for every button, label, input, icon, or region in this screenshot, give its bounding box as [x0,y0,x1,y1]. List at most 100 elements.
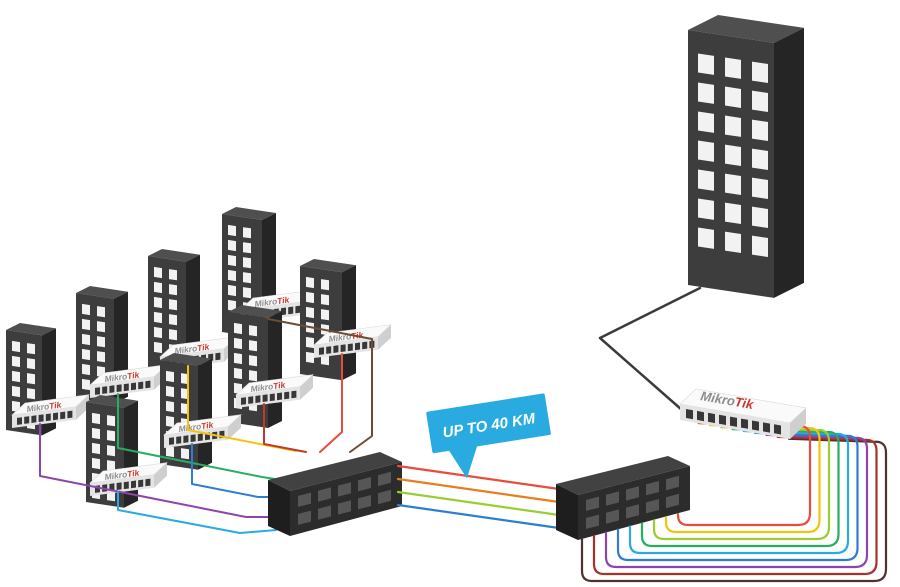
building-side [124,400,138,508]
building-window [169,284,177,296]
building-window [27,388,35,400]
switch-port [586,496,599,511]
callout-body [426,393,551,454]
device-port [31,415,37,423]
switch-end [556,484,578,540]
building-window [92,427,100,440]
brand-text: MikroTik [254,294,291,309]
device-port [319,347,324,355]
device-port [53,412,58,421]
building-window [725,202,741,224]
device-port [197,433,203,442]
building-roof [76,286,128,299]
building-window [107,415,115,427]
building-window [154,326,162,339]
loop-cable [664,424,821,534]
building-window [234,367,242,380]
device-port [774,424,781,435]
device-port [123,383,129,392]
loop-cable [616,431,859,562]
building-window [228,284,236,297]
brand-text: MikroTik [104,369,141,384]
device-port [123,481,129,490]
device-port [116,384,122,392]
building-window [249,340,257,352]
building-window [234,337,242,350]
building-window [27,373,35,385]
building-window [249,325,257,337]
building-roof [688,15,804,43]
device-port [347,343,353,352]
device-port [281,307,286,316]
switch-port [338,500,351,515]
building-window [306,276,314,289]
building-roof [148,249,200,262]
device-port [277,392,282,401]
switch-port [606,491,619,506]
switch-port [606,509,619,524]
device-port [138,381,144,390]
device-port [248,396,254,404]
building-window [321,354,329,366]
loop-cable [592,435,878,576]
building-side [342,265,356,381]
device-port [763,422,770,433]
switch-port [358,477,371,492]
access-cable [117,491,277,534]
device-port [340,344,346,352]
building-window [154,266,162,279]
building-window [107,445,115,457]
device-port [719,414,726,425]
building-window [249,355,257,367]
device-port [169,437,174,445]
device-port [295,305,301,314]
loop-cable [580,437,888,583]
building-window [181,448,189,460]
building-window [12,370,20,383]
building [300,259,356,381]
building-window [725,86,741,108]
device-port [291,390,297,399]
building-window [97,351,105,363]
building-window [27,358,35,370]
trunk-cable [396,477,568,505]
building-window [154,281,162,294]
device-port [288,306,294,315]
device-port [686,409,693,420]
building-window [82,303,90,316]
building-roof [160,353,212,366]
building-window [698,198,714,220]
building-window [228,239,236,252]
mikrotik-router: MikroTik [89,462,168,496]
brand-label: MikroTik [250,379,287,394]
building-window [243,287,251,299]
loop-cable [652,426,831,541]
device-port [116,482,122,490]
switch-port [298,492,311,507]
building-window [698,82,714,104]
building-window [228,299,236,312]
brand-label: MikroTik [254,294,291,309]
brand-label: MikroTik [104,369,141,384]
building-window [154,296,162,309]
brand-label: MikroTik [699,388,755,412]
building-window [166,370,174,383]
trunk-cable [396,503,568,531]
building-window [97,336,105,348]
access-cable [267,318,373,453]
device-top [235,374,314,396]
switch-port [626,486,639,501]
building-roof [222,207,276,220]
building-window [169,329,177,341]
switch-port [666,475,679,491]
device-port [109,385,115,393]
loop-cable [628,429,850,555]
building-window [166,385,174,398]
switch-port [298,510,311,525]
building-window [752,235,768,257]
device-port [697,410,704,422]
device-end [378,324,391,350]
building-window [154,311,162,324]
device-port [241,397,246,405]
building-window [166,445,174,458]
